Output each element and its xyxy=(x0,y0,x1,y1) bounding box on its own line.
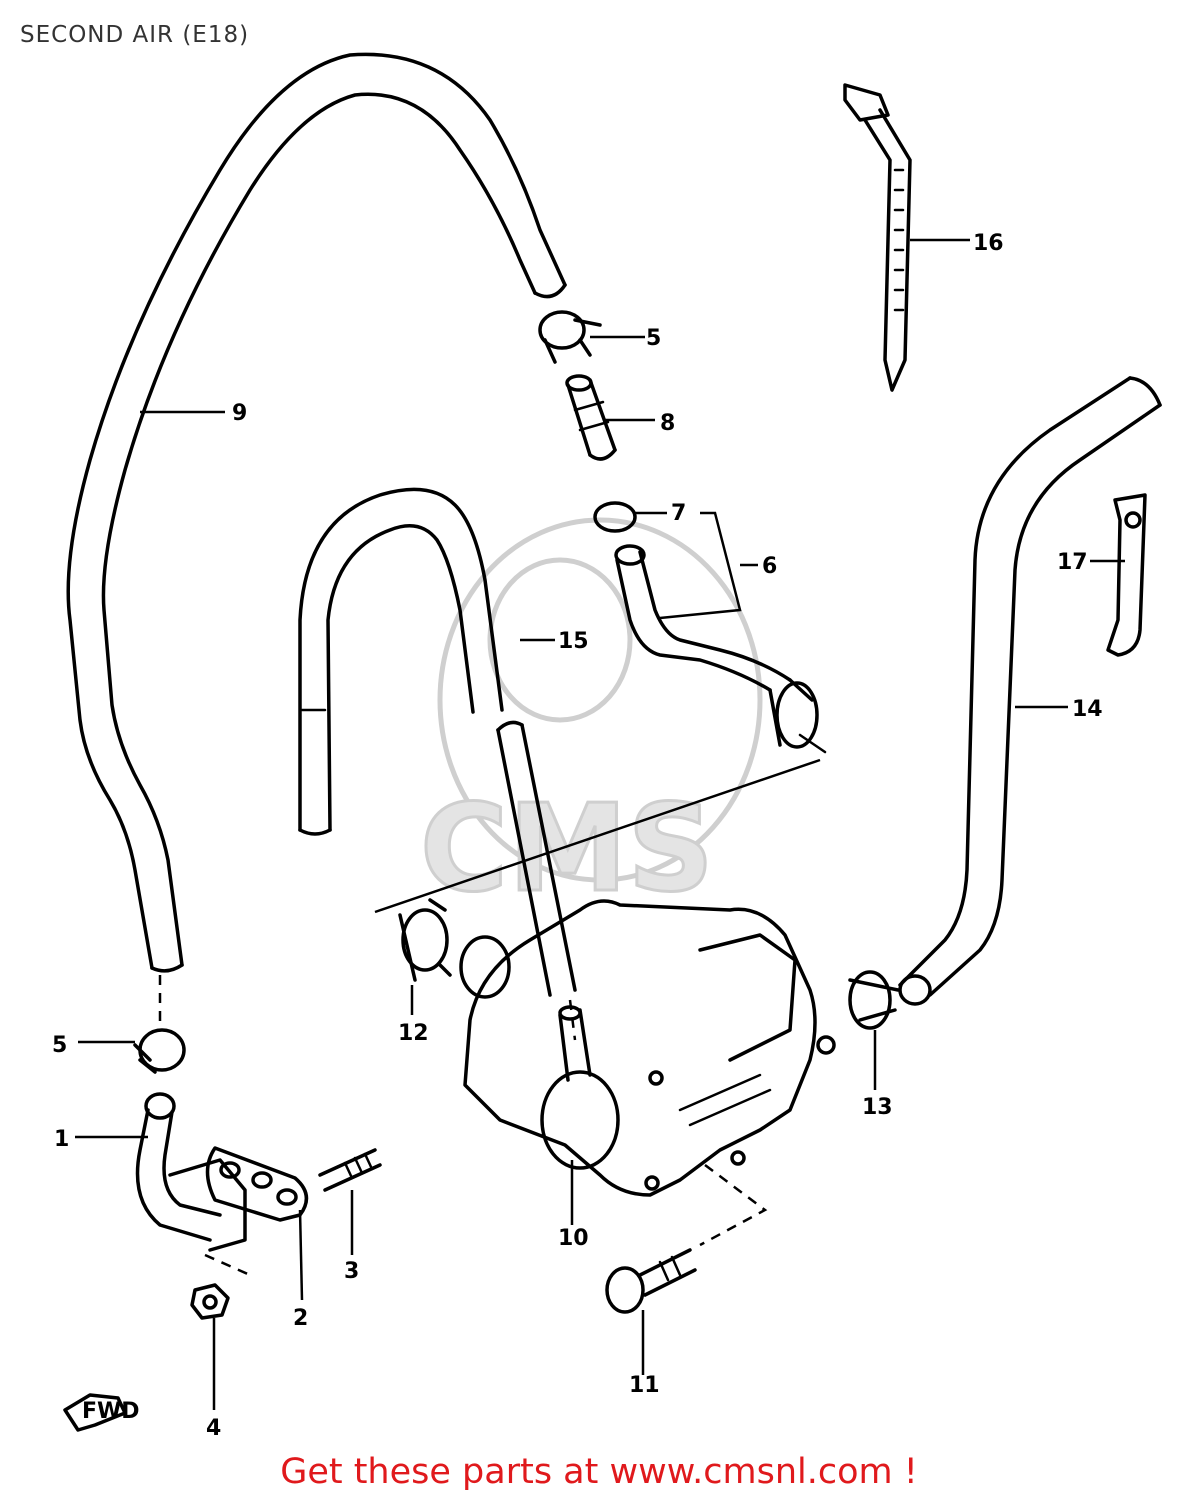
fwd-arrow-icon: FWD xyxy=(63,1393,140,1432)
tie-16[interactable] xyxy=(843,83,912,392)
callout-7: 7 xyxy=(671,501,686,526)
clamp-5-lower[interactable] xyxy=(133,1028,186,1074)
callout-8: 8 xyxy=(660,411,675,436)
callout-6: 6 xyxy=(762,554,777,579)
hose-14[interactable] xyxy=(898,376,1162,1006)
callout-1: 1 xyxy=(54,1127,69,1152)
callout-4: 4 xyxy=(206,1416,221,1441)
nut-4[interactable] xyxy=(190,1283,230,1320)
callout-5-lower: 5 xyxy=(52,1033,67,1058)
connector-8[interactable] xyxy=(565,374,617,461)
callout-10: 10 xyxy=(558,1226,589,1251)
fwd-label: FWD xyxy=(82,1399,140,1424)
cms-watermark: CMS xyxy=(419,517,763,921)
hose-15[interactable] xyxy=(298,487,577,997)
callout-14: 14 xyxy=(1072,697,1103,722)
callout-2: 2 xyxy=(293,1306,308,1331)
clamp-12[interactable] xyxy=(398,898,452,982)
reed-valve-10[interactable] xyxy=(459,899,836,1197)
watermark-text: CMS xyxy=(420,780,714,919)
bracket-17[interactable] xyxy=(1106,493,1147,657)
clip-7[interactable] xyxy=(593,501,637,533)
callout-9: 9 xyxy=(232,401,247,426)
assembly-guide-lines xyxy=(158,758,821,1277)
callout-numbers: 9 5 8 7 6 15 16 17 14 5 1 2 3 4 12 10 13… xyxy=(52,231,1103,1441)
parts-diagram: CMS xyxy=(52,52,1162,1441)
hose-9[interactable] xyxy=(66,52,567,973)
gasket-2[interactable] xyxy=(205,1146,309,1222)
pipe-1[interactable] xyxy=(135,1092,247,1252)
callout-3: 3 xyxy=(344,1259,359,1284)
callout-5-upper: 5 xyxy=(646,326,661,351)
valve-assembly-6[interactable] xyxy=(614,544,827,754)
bolt-11[interactable] xyxy=(605,1248,697,1314)
callout-12: 12 xyxy=(398,1021,429,1046)
clamp-13[interactable] xyxy=(848,970,900,1030)
callout-15: 15 xyxy=(558,629,589,654)
callout-13: 13 xyxy=(862,1095,893,1120)
callout-leaders xyxy=(75,238,1125,1410)
cmsnl-promo-link[interactable]: Get these parts at www.cmsnl.com ! xyxy=(280,1452,918,1492)
clamp-5-upper[interactable] xyxy=(538,310,602,364)
callout-17: 17 xyxy=(1057,550,1088,575)
callout-11: 11 xyxy=(629,1373,660,1398)
page-title: SECOND AIR (E18) xyxy=(20,22,250,48)
stud-3[interactable] xyxy=(318,1148,382,1192)
callout-16: 16 xyxy=(973,231,1004,256)
